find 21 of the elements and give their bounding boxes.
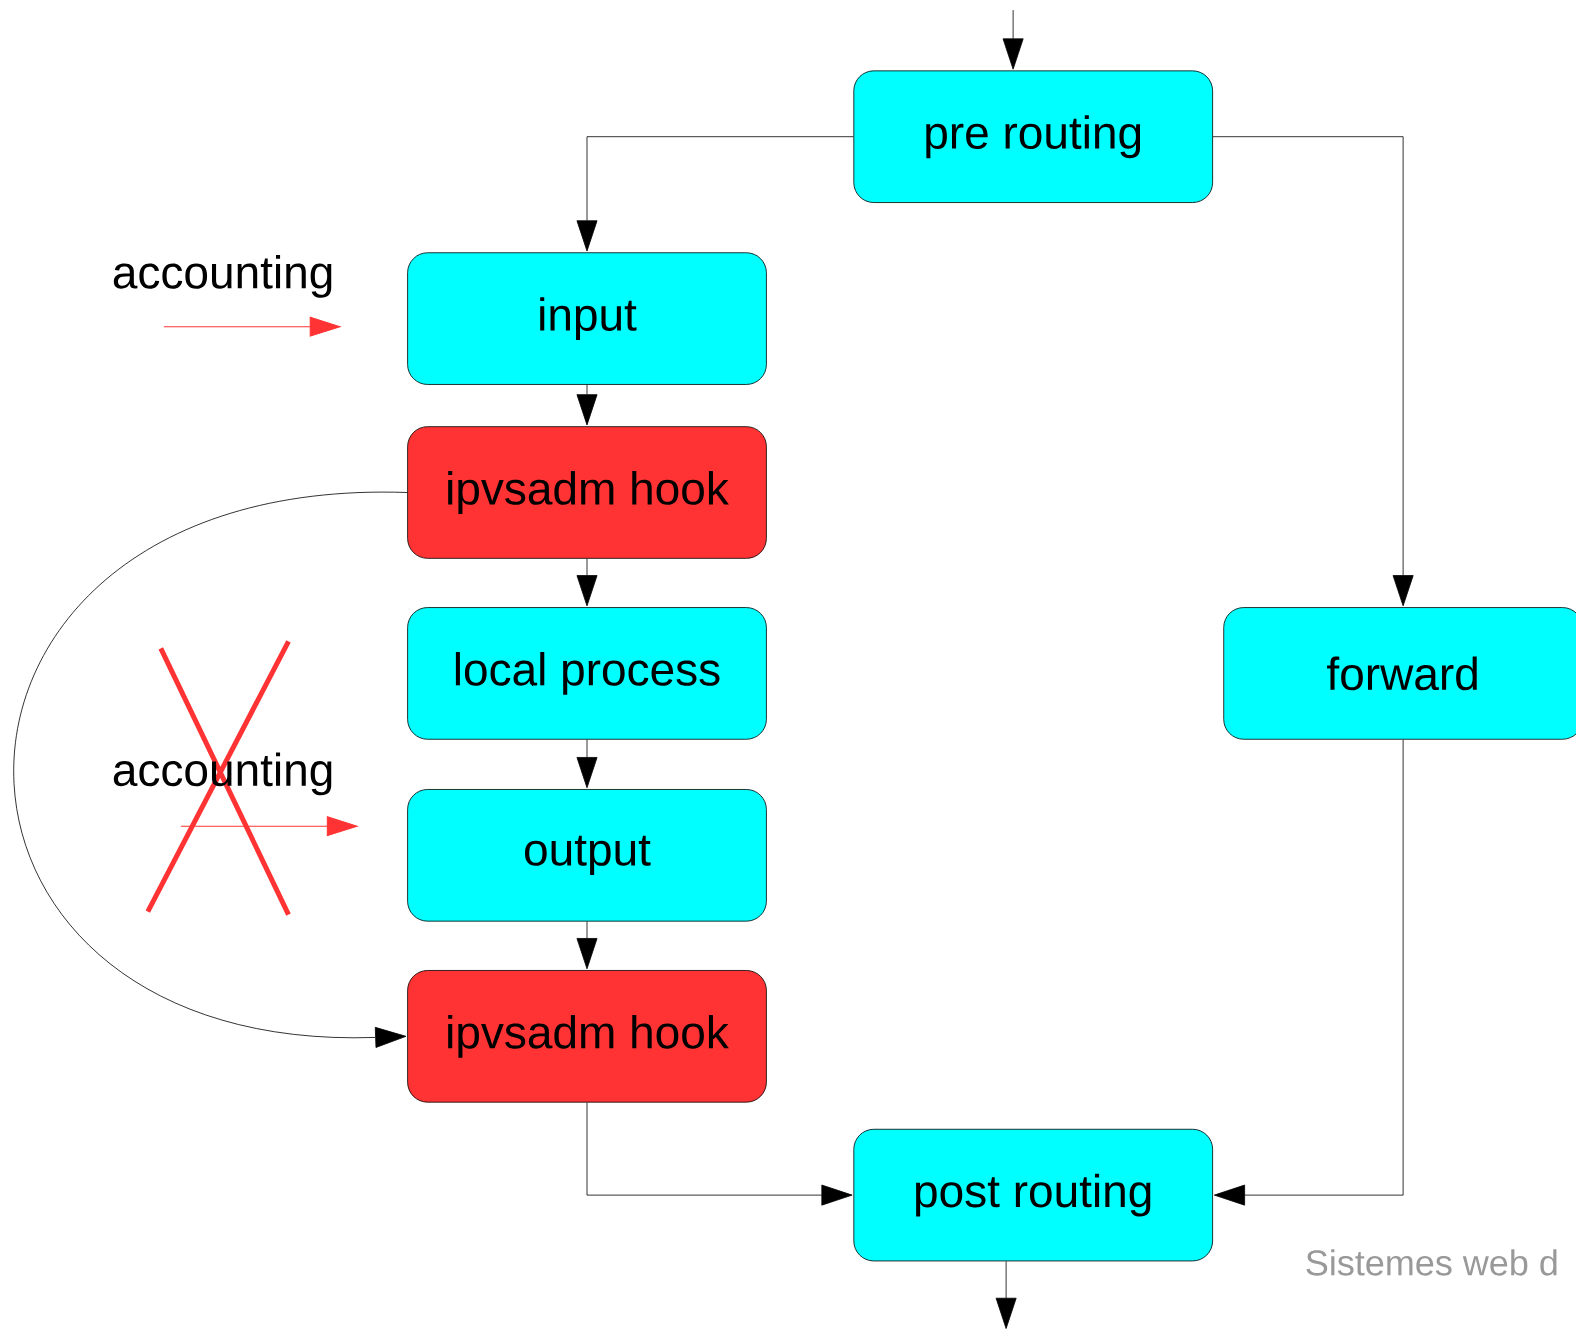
arrow xyxy=(576,384,598,426)
arrow xyxy=(576,136,854,252)
arrow xyxy=(995,1260,1017,1329)
accounting-label: accounting xyxy=(113,254,332,298)
process-box: forward xyxy=(1223,607,1576,740)
arrow xyxy=(586,1102,853,1206)
arrow xyxy=(576,558,598,607)
arrow xyxy=(13,492,408,1048)
process-box: post routing xyxy=(853,1128,1213,1262)
arrow xyxy=(576,739,598,789)
arrow xyxy=(1213,739,1404,1206)
arrow xyxy=(576,921,598,970)
arrow xyxy=(1212,136,1414,607)
footer-text: Sistemes web d xyxy=(1306,1249,1557,1276)
process-box: output xyxy=(407,789,767,922)
hook-box: ipvsadm hook xyxy=(407,970,767,1103)
arrow xyxy=(1002,9,1024,70)
hook-box: ipvsadm hook xyxy=(407,426,767,559)
process-box: local process xyxy=(407,607,767,740)
process-box: input xyxy=(407,252,767,385)
process-box: pre routing xyxy=(853,70,1213,203)
